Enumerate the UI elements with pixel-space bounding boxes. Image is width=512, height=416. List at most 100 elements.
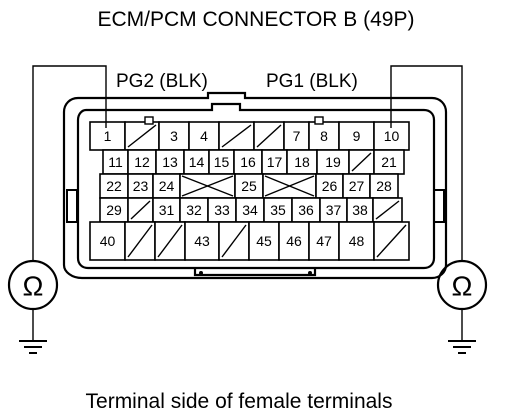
terminal-cell-box	[188, 121, 220, 151]
terminal-number: 22	[106, 178, 122, 194]
terminal-number: 11	[108, 154, 123, 170]
ohm-icon: Ω	[23, 271, 44, 302]
terminal-number: 14	[189, 154, 205, 170]
ohmmeter-right-dial	[436, 259, 488, 311]
probe-label-right: PG1 (BLK)	[266, 71, 358, 92]
terminal-cell	[179, 173, 236, 199]
empty-cavity-mark	[127, 224, 153, 258]
terminal-number: 34	[242, 202, 258, 218]
terminal-number: 46	[286, 233, 302, 249]
terminal-cell-box	[346, 197, 374, 223]
ohmmeter-left: Ω	[7, 259, 59, 311]
terminal-cell: 23	[127, 173, 154, 199]
terminal-number: 36	[298, 202, 314, 218]
terminal-number: 8	[320, 128, 328, 144]
probe-wire-left	[32, 65, 107, 261]
terminal-cell: 16	[233, 149, 263, 175]
terminal-cell: 21	[373, 149, 405, 175]
terminal-number: 25	[241, 178, 257, 194]
terminal-cell	[154, 221, 186, 261]
terminal-cell: 12	[127, 149, 157, 175]
terminal-number: 38	[352, 202, 368, 218]
terminal-cell: 3	[158, 121, 190, 151]
terminal-cell	[127, 197, 154, 223]
terminal-cell: 31	[152, 197, 181, 223]
terminal-number: 7	[293, 128, 301, 144]
ground-icon	[19, 340, 47, 354]
terminal-cell-box	[283, 121, 310, 151]
diagram-caption: Terminal side of female terminals	[86, 390, 393, 413]
terminal-number: 12	[134, 154, 150, 170]
probe-wiring	[19, 65, 476, 354]
connector-housing	[62, 91, 448, 280]
terminal-cell-box	[152, 197, 181, 223]
terminal-number: 47	[316, 233, 332, 249]
terminal-cell: 27	[342, 173, 371, 199]
terminal-cell: 1	[89, 121, 126, 151]
terminal-cell-box	[338, 221, 375, 261]
empty-cavity-mark	[130, 200, 151, 220]
empty-cavity-mark	[221, 224, 247, 258]
terminal-cell: 45	[248, 221, 280, 261]
terminal-cell-box	[278, 221, 310, 261]
terminal-number: 26	[322, 178, 338, 194]
terminal-cell: 29	[99, 197, 129, 223]
ohmmeter-left-dial	[7, 259, 59, 311]
empty-cavity-mark	[375, 200, 400, 220]
blocked-cavity-mark	[181, 175, 234, 197]
terminal-cell: 9	[338, 121, 375, 151]
probe-label-left: PG2 (BLK)	[116, 71, 208, 92]
terminal-cell: 33	[207, 197, 237, 223]
terminal-cell	[253, 121, 285, 151]
terminal-number: 33	[214, 202, 230, 218]
terminal-row: 40 43 45 46 47 48	[89, 221, 410, 261]
empty-cavity-mark	[157, 224, 183, 258]
empty-cavity-mark	[376, 224, 407, 258]
terminal-number: 43	[194, 233, 210, 249]
terminal-cell: 37	[319, 197, 348, 223]
terminal-number: 23	[133, 178, 149, 194]
terminal-cell: 36	[291, 197, 321, 223]
terminal-number: 31	[159, 202, 175, 218]
terminal-number: 16	[240, 154, 256, 170]
terminal-cell-box	[308, 221, 340, 261]
terminal-cell-box	[338, 121, 375, 151]
terminal-number: 28	[376, 178, 392, 194]
terminal-number: 17	[267, 154, 283, 170]
terminal-number: 37	[326, 202, 342, 218]
terminal-cell	[372, 197, 403, 223]
terminal-cell-box	[89, 221, 126, 261]
terminal-cell-box	[207, 197, 237, 223]
ground-icon	[448, 340, 476, 354]
terminal-number: 24	[159, 178, 175, 194]
terminal-number: 29	[106, 202, 122, 218]
terminal-number: 4	[200, 128, 208, 144]
terminal-number: 40	[100, 233, 116, 249]
terminal-cell: 34	[235, 197, 265, 223]
terminal-cell	[373, 221, 410, 261]
terminal-cell-box	[99, 173, 129, 199]
terminal-cell: 17	[261, 149, 288, 175]
empty-cavity-mark	[351, 152, 372, 172]
terminal-cell: 19	[316, 149, 350, 175]
empty-cavity-mark	[256, 124, 282, 148]
terminal-number: 9	[353, 128, 361, 144]
terminal-cell: 46	[278, 221, 310, 261]
terminal-cell: 48	[338, 221, 375, 261]
cavity-key	[144, 116, 154, 125]
terminal-cell-box	[179, 197, 209, 223]
terminal-cell: 25	[234, 173, 264, 199]
terminal-number: 1	[104, 128, 112, 144]
terminal-number: 48	[349, 233, 365, 249]
ohmmeter-right: Ω	[436, 259, 488, 311]
terminal-cell	[124, 221, 156, 261]
empty-cavity-mark	[221, 124, 252, 148]
terminal-number: 35	[270, 202, 286, 218]
terminal-cell-box	[248, 221, 280, 261]
probe-wire-right	[390, 65, 463, 261]
